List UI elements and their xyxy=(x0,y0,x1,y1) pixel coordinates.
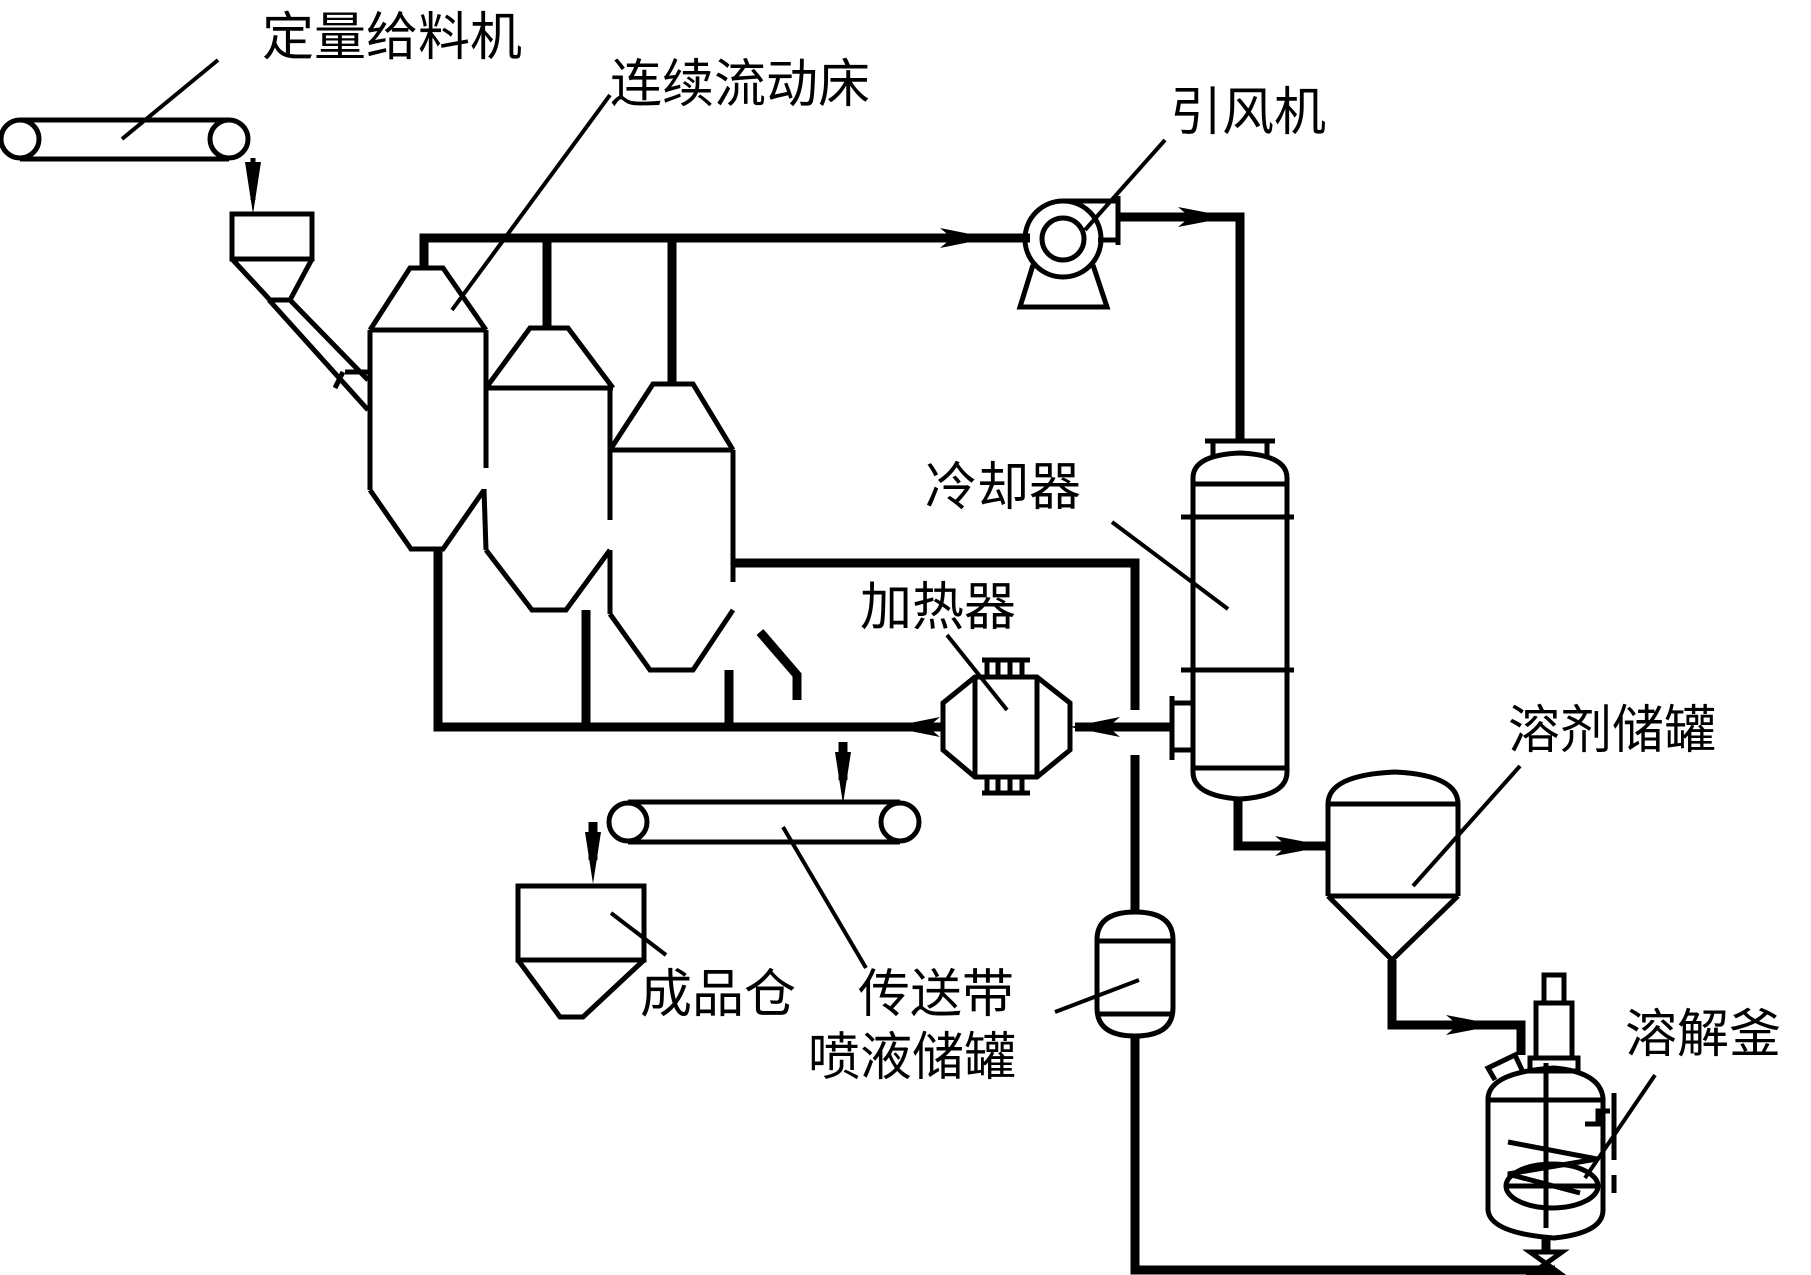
solvent-tank-leader-line xyxy=(1411,764,1522,888)
heater-leader-line xyxy=(945,633,1009,712)
dissolver-tank xyxy=(1484,972,1617,1275)
product-bin xyxy=(515,883,647,1020)
induced-draft-fan xyxy=(1016,196,1121,310)
feeder-label: 定量给料机 xyxy=(262,8,522,68)
product-bin-leader-line xyxy=(609,911,668,957)
fan-to-cooler-pipe xyxy=(1120,207,1245,440)
conveyor-label: 传送带 xyxy=(858,965,1014,1025)
solvent-to-dissolver-pipe xyxy=(1387,960,1526,1055)
spray-liquid-tank xyxy=(1094,909,1176,1039)
cooler-to-solvent-tank-pipe xyxy=(1233,799,1327,856)
conveyor-leader-line xyxy=(781,825,868,970)
product-conveyor xyxy=(606,799,922,845)
hot-air-distribution-pipe xyxy=(433,549,943,737)
fluid-bed-leader-line xyxy=(450,93,612,312)
cooler-to-heater-pipe xyxy=(1070,717,1172,737)
cooler xyxy=(1169,438,1294,802)
conveyor-drop-arrow xyxy=(585,822,601,884)
discharge-chute xyxy=(756,629,802,700)
fluid-bed-chamber-2 xyxy=(481,325,615,613)
feeder-drop-arrow xyxy=(245,158,261,214)
solvent-tank-label: 溶剂储罐 xyxy=(1508,701,1716,761)
fluid-bed-chamber-1 xyxy=(367,265,489,552)
heater xyxy=(940,657,1073,796)
product-bin-label: 成品仓 xyxy=(640,965,796,1025)
fluid-bed-chamber-3 xyxy=(607,381,736,673)
dissolver-label: 溶解釜 xyxy=(1625,1005,1781,1065)
exhaust-header-pipe xyxy=(419,228,1030,384)
feeder-conveyor xyxy=(0,117,251,162)
fluid-bed-label: 连续流动床 xyxy=(610,55,870,115)
spray-feed-pipe xyxy=(733,558,1140,910)
solvent-tank xyxy=(1325,769,1461,964)
fan-leader-line xyxy=(1083,138,1167,232)
dissolver-leader-line xyxy=(1583,1073,1657,1180)
spray-tank-label: 喷液储罐 xyxy=(808,1028,1016,1088)
discharge-arrow xyxy=(835,742,851,804)
hopper xyxy=(229,211,370,412)
feeder-leader-line xyxy=(120,58,220,141)
dissolver-to-spray-tank-pipe xyxy=(1130,1036,1555,1275)
fan-label: 引风机 xyxy=(1170,83,1326,143)
heater-label: 加热器 xyxy=(860,578,1016,638)
cooler-label: 冷却器 xyxy=(925,458,1081,518)
cooler-leader-line xyxy=(1110,520,1230,611)
spray-tank-leader-line xyxy=(1054,978,1140,1014)
